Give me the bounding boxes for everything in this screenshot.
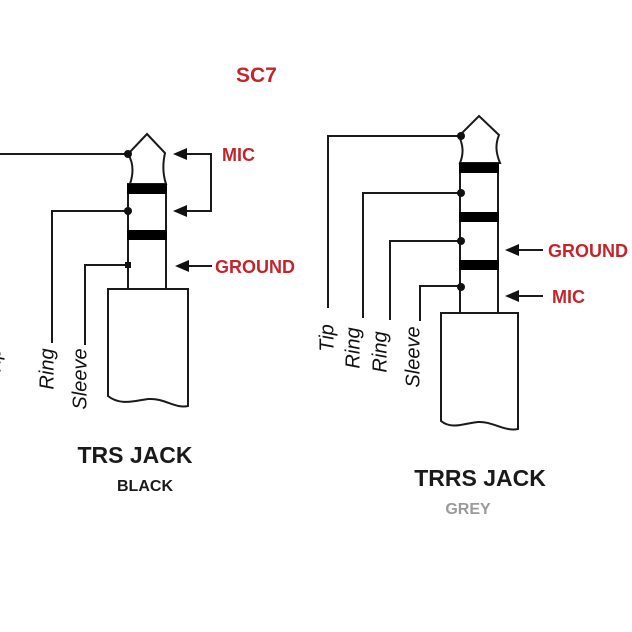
trrs-band-2 [459,212,499,222]
trrs-pin-label-ring1: Ring [342,327,365,369]
trs-ground-label: GROUND [215,257,295,277]
trrs-ring2-dot [457,237,465,245]
trs-barrel [107,288,189,408]
trs-band-2 [127,230,167,240]
trrs-ground-label: GROUND [548,241,628,261]
trrs-shaft [459,162,499,314]
trrs-ground-arrowhead [505,244,519,256]
trrs-barrel [440,312,519,431]
trs-sleeve-dot [125,262,131,268]
trrs-mic-label: MIC [552,287,585,307]
trrs-band-1 [459,163,499,173]
trs-color-label: BLACK [117,478,173,495]
trs-ring-dot [124,207,132,215]
trs-caption: TRS JACK [77,442,193,468]
trs-pin-label-tip: Tip [0,348,6,376]
trs-mic-pointer [173,148,212,217]
trrs-ring1-dot [457,189,465,197]
trrs-caption: TRRS JACK [414,465,546,491]
trrs-tip-shape [457,114,502,164]
trrs-ring2-wire [389,240,460,320]
trrs-pin-label-ring2: Ring [369,331,392,373]
trrs-sleeve-wire [419,285,460,321]
trs-mic-arrowhead-top [173,148,187,160]
trrs-jack-drawing [327,114,543,431]
trs-band-1 [127,184,167,194]
trs-mic-label: MIC [222,145,255,165]
trrs-ground-pointer [505,244,543,256]
trs-tip-dot [124,150,132,158]
trs-ground-arrowhead [175,260,189,272]
trrs-pin-label-tip: Tip [316,324,339,352]
trs-ring-wire [51,210,128,343]
trs-mic-arrowhead-bottom [173,205,187,217]
trs-sleeve-wire [84,264,128,345]
trs-pin-label-sleeve: Sleeve [69,348,92,410]
trrs-color-label: GREY [445,501,491,518]
trrs-band-3 [459,260,499,270]
trrs-mic-pointer [505,290,543,302]
trrs-tip-dot [457,132,465,140]
trs-jack-drawing [0,132,212,408]
page-title: SC7 [236,64,277,87]
trrs-tip-wire [327,135,460,308]
trrs-ring1-wire [362,192,460,318]
trs-tip-shape [126,132,168,185]
trrs-sleeve-dot [457,283,465,291]
trs-pin-label-ring: Ring [36,348,59,390]
trrs-mic-arrowhead [505,290,519,302]
trs-ground-pointer [175,260,212,272]
trrs-pin-label-sleeve: Sleeve [402,326,425,388]
